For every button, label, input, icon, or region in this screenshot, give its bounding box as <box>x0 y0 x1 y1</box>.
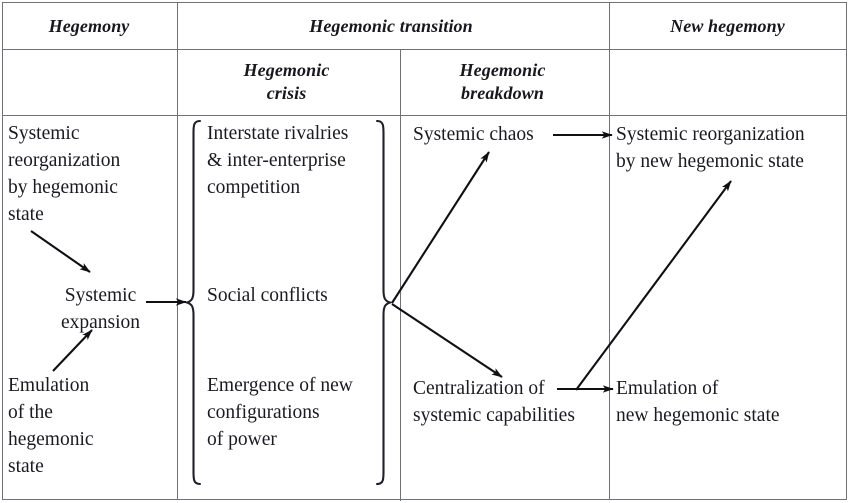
column-divider-1 <box>177 3 178 499</box>
column-divider-2 <box>400 49 401 501</box>
text-emulation-of-the-hegemonic-state: Emulation of the hegemonic state <box>8 375 94 477</box>
text-systemic-chaos: Systemic chaos <box>413 124 534 145</box>
header-hegemonic-breakdown: Hegemonic breakdown <box>459 60 546 104</box>
text-systemic-reorganization-by-new-hegemonic-state: Systemic reorganization by new hegemonic… <box>616 124 805 172</box>
header-new-hegemony: New hegemony <box>670 16 785 36</box>
text-systemic-reorganization-by-hegemonic-state: Systemic reorganization by hegemonic sta… <box>8 123 121 225</box>
header-hegemonic-crisis: Hegemonic crisis <box>243 60 330 104</box>
text-social-conflicts: Social conflicts <box>207 285 328 306</box>
header-row1-divider <box>3 49 846 50</box>
text-centralization-of-systemic-capabilities: Centralization of systemic capabilities <box>413 378 575 426</box>
text-emulation-of-new-hegemonic-state: Emulation of new hegemonic state <box>616 378 780 426</box>
header-hegemonic-transition: Hegemonic transition <box>309 16 473 36</box>
header-row2-divider <box>3 115 846 116</box>
column-divider-3 <box>609 3 610 499</box>
header-hegemony: Hegemony <box>48 16 130 36</box>
text-emergence-of-new-configurations-of-power: Emergence of new configurations of power <box>207 375 353 450</box>
text-systemic-expansion: Systemic expansion <box>60 285 141 333</box>
text-interstate-rivalries: Interstate rivalries & inter-enterprise … <box>207 123 349 198</box>
